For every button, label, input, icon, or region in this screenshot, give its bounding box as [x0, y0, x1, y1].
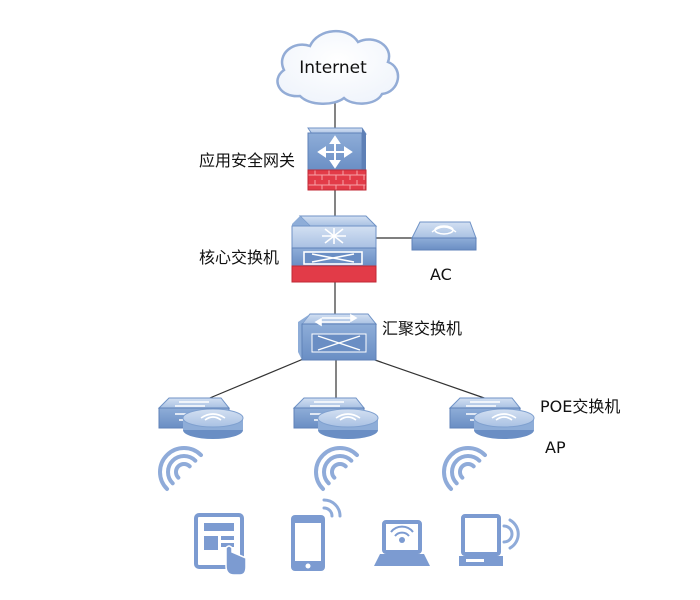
- laptop-device: [374, 520, 430, 566]
- smartphone-device: [291, 498, 342, 571]
- ac-label: AC: [430, 265, 452, 284]
- poe-switch-left: [157, 397, 244, 439]
- wifi-signal-middle: [314, 446, 359, 491]
- poe-switch-label: POE交换机: [540, 397, 620, 416]
- poe-switch-ap-icon: [448, 397, 535, 439]
- wifi-signal-icon: [314, 446, 359, 491]
- wifi-signal-icon: [158, 446, 203, 491]
- ac-controller-icon: [411, 221, 477, 251]
- touch-kiosk-icon: [194, 513, 247, 576]
- wifi-signal-icon: [442, 446, 487, 491]
- gateway-label: 应用安全网关: [199, 151, 295, 170]
- ac-controller: AC: [411, 221, 477, 284]
- aggregation-switch: 汇聚交换机: [298, 313, 462, 361]
- internet-label: Internet: [299, 58, 367, 78]
- touch-kiosk-device: [194, 513, 247, 576]
- core-switch-label: 核心交换机: [199, 248, 279, 267]
- smartphone-icon: [291, 498, 342, 571]
- ap-label: AP: [545, 438, 566, 457]
- aggregation-switch-label: 汇聚交换机: [382, 319, 462, 338]
- core-switch: 核心交换机: [199, 215, 378, 283]
- desktop-pc-icon: [459, 514, 520, 566]
- desktop-pc-device: [459, 514, 520, 566]
- link-aggregation-poe-left: [204, 351, 321, 401]
- poe-switch-right: [448, 397, 535, 439]
- core-switch-icon: [291, 215, 378, 283]
- poe-switch-ap-icon: [292, 397, 379, 439]
- firewall-router-icon: [307, 127, 367, 191]
- wifi-signal-left: [158, 446, 203, 491]
- aggregation-switch-icon: [298, 313, 378, 361]
- security-gateway: 应用安全网关: [199, 127, 367, 191]
- cloud-icon: [276, 29, 400, 105]
- laptop-icon: [374, 520, 430, 566]
- poe-switch-middle: [292, 397, 379, 439]
- internet-cloud: Internet: [276, 29, 400, 105]
- poe-switch-ap-icon: [157, 397, 244, 439]
- wifi-signal-right: [442, 446, 487, 491]
